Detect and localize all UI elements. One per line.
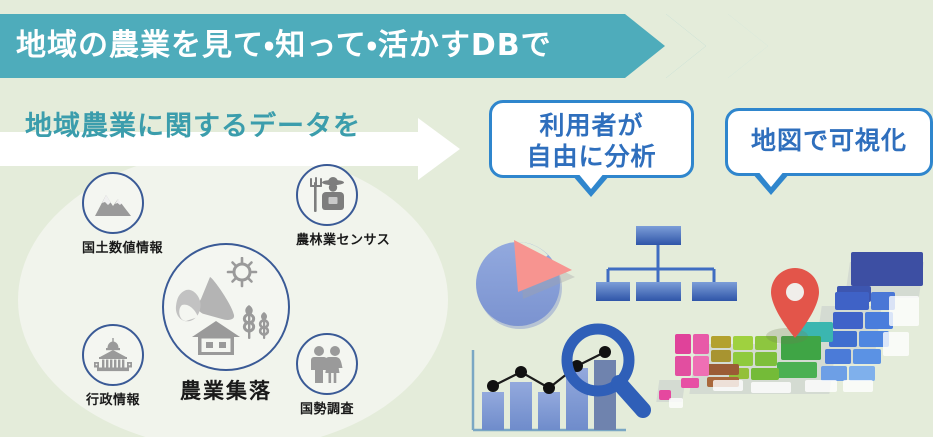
header-banner: 地域の農業を見て・知って・活かすDBで [0,14,870,78]
org-chart-icon [596,226,737,301]
node-label: 国勢調査 [299,402,354,417]
node-label: 行政情報 [85,393,140,408]
map-bubble[interactable]: 地図で可視化 [725,108,933,176]
node-circle [82,172,144,234]
right-edge-strip [933,0,943,437]
subtitle-arrow-head [418,118,460,180]
analysis-bubble-text: 利用者が 自由に分析 [526,111,657,171]
map-pin-icon [766,268,819,344]
pie-chart-icon [476,240,575,329]
subtitle-text: 地域農業に関するデータを [25,111,361,142]
node-label: 国土数値情報 [82,241,164,256]
government-building-icon [94,338,132,372]
node-label: 農業集落 [180,379,272,403]
banner-title: 地域の農業を見て・知って・活かすDBで [16,28,552,63]
node-circle [296,333,358,395]
analysis-bubble-tail-inner [577,172,605,189]
node-circle [296,164,358,226]
center-node-agricultural-settlement[interactable]: 農業集落 [162,243,290,405]
mountains-icon [95,195,131,216]
banner-chevron-2-notch [728,14,768,78]
source-node-national-land[interactable]: 国土数値情報 [82,172,163,256]
japan-choropleth-map-icon [656,252,924,408]
magnifying-glass-icon [561,323,651,418]
village-mountains-sun-house-wheat-icon [175,257,270,355]
map-bubble-tail-inner [757,170,785,187]
map-bubble-text: 地図で可視化 [750,126,907,155]
subtitle-arrow-body [0,132,420,166]
farmer-icon [310,177,344,212]
banner-point [625,14,665,78]
people-icon [311,346,343,383]
bar-line-chart-icon [471,346,626,432]
banner-chevron-1-notch [666,14,706,78]
node-circle [82,324,144,386]
source-node-census-agri[interactable]: 農林業センサス [296,164,390,248]
analysis-bubble[interactable]: 利用者が 自由に分析 [489,100,694,178]
node-label: 農林業センサス [296,233,391,248]
banner-body [0,14,625,78]
source-node-admin-info[interactable]: 行政情報 [82,324,144,408]
source-node-population-census[interactable]: 国勢調査 [296,333,358,417]
node-circle [162,243,290,371]
subtitle-arrow [0,118,470,180]
